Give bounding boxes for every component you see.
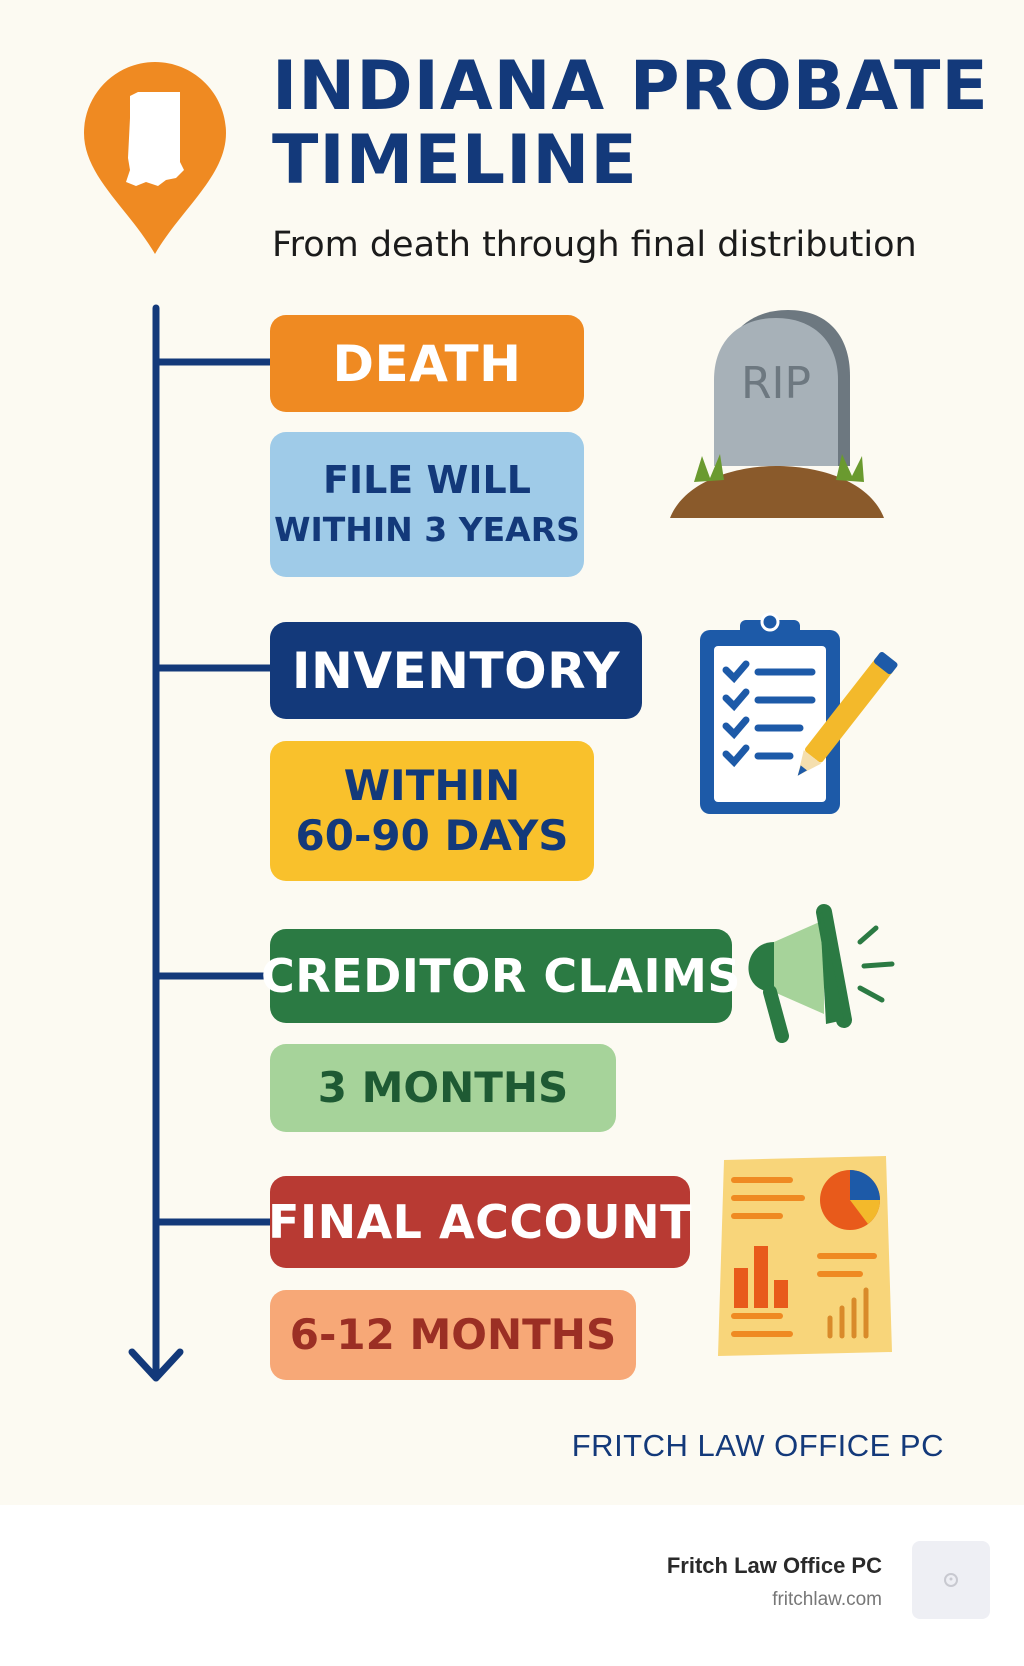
tombstone-icon: RIP — [670, 310, 884, 518]
stage-inventory-label: INVENTORY — [270, 622, 642, 719]
stage-creditor-claims-detail: 3 MONTHS — [270, 1044, 616, 1132]
pie-chart-icon — [820, 1170, 880, 1230]
footer-brand: FRITCH LAW OFFICE PC — [571, 1428, 944, 1463]
infographic-poster: INDIANA PROBATE TIMELINE From death thro… — [84, 47, 989, 1463]
bar-chart-icon — [734, 1246, 788, 1308]
card-company-name: Fritch Law Office PC — [666, 1553, 882, 1578]
stage-creditor-claims-label: CREDITOR CLAIMS — [261, 929, 741, 1023]
stage-death-detail: FILE WILL WITHIN 3 YEARS — [270, 432, 584, 577]
clipboard-checklist-icon — [700, 612, 898, 814]
stage-death-label: DEATH — [270, 315, 584, 412]
location-pin-icon — [84, 62, 226, 254]
stage-inventory-detail: WITHIN 60-90 DAYS — [270, 741, 594, 881]
timeline-axis — [128, 304, 272, 1382]
page-title: INDIANA PROBATE TIMELINE — [272, 47, 989, 200]
stage-final-account-label: FINAL ACCOUNT — [268, 1176, 691, 1268]
svg-text:RIP: RIP — [741, 358, 811, 409]
page-subtitle: From death through final distribution — [272, 225, 917, 265]
pencil-icon — [797, 652, 898, 776]
stage-final-account-detail: 6-12 MONTHS — [270, 1290, 636, 1380]
timeline-arrow-icon — [128, 1348, 184, 1382]
financial-report-icon — [718, 1156, 892, 1356]
indiana-state-icon — [126, 92, 184, 186]
company-logo-icon — [912, 1541, 990, 1619]
attribution-card: Fritch Law Office PC fritchlaw.com — [0, 1505, 1024, 1666]
megaphone-icon — [748, 904, 895, 1043]
card-website-url[interactable]: fritchlaw.com — [772, 1589, 882, 1610]
